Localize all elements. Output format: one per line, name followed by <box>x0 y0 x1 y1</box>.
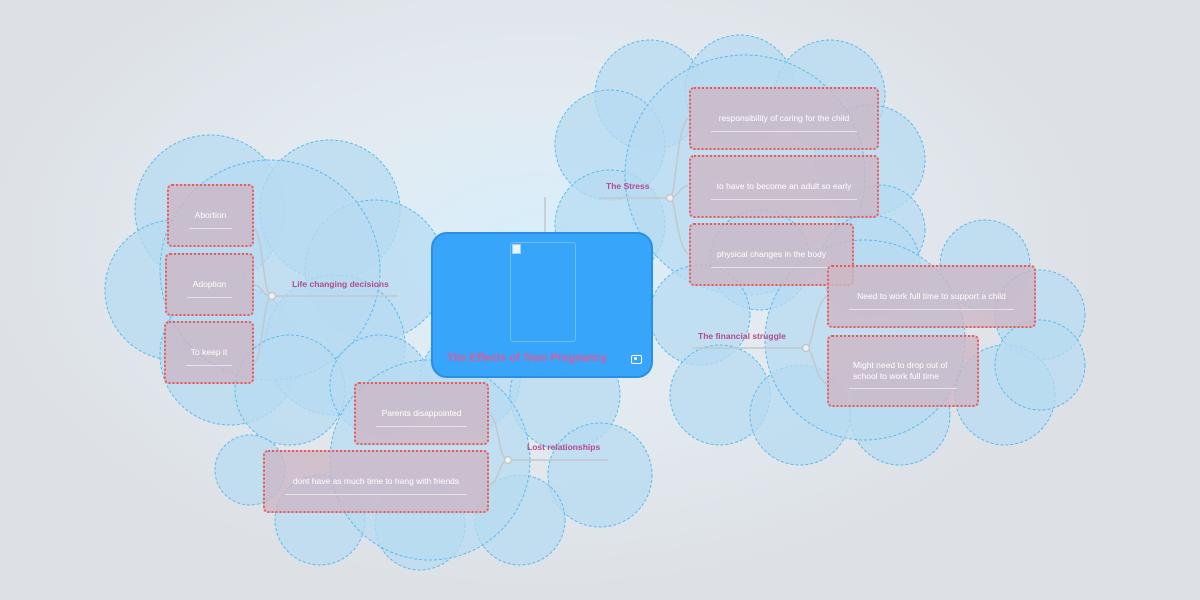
connector-lost-1 <box>488 413 509 461</box>
node-dot-stress <box>665 193 675 203</box>
leaf-abortion[interactable]: Abortion <box>167 184 254 247</box>
photo-icon[interactable] <box>631 355 642 364</box>
broken-image-icon <box>512 244 521 254</box>
leaf-adoption[interactable]: Adoption <box>165 253 254 316</box>
node-dot-lost <box>503 455 513 465</box>
branch-lost-label[interactable]: Lost relationships <box>527 442 601 452</box>
node-dot-life <box>267 291 277 301</box>
leaf-work-full-time[interactable]: Need to work full time to support a chil… <box>827 265 1036 328</box>
connector-stress-3 <box>669 197 689 255</box>
branch-stress-label[interactable]: The Stress <box>606 181 650 191</box>
connector-life-3 <box>252 295 273 365</box>
branch-life-label[interactable]: Life changing decisions <box>292 279 389 289</box>
node-dot-financial <box>801 343 811 353</box>
leaf-parents-disappointed[interactable]: Parents disappointed <box>354 382 489 445</box>
leaf-physical-changes[interactable]: physical changes in the body <box>689 223 854 286</box>
leaf-to-keep-it[interactable]: To keep it <box>164 321 254 384</box>
central-image <box>510 242 576 342</box>
connector-financial-2 <box>805 347 829 385</box>
connector-lost-2 <box>488 459 509 485</box>
central-topic-title: The Effects of Teen Pregnancy <box>447 352 607 364</box>
leaf-drop-out[interactable]: Might need to drop out of school to work… <box>827 335 979 407</box>
leaf-responsibility[interactable]: responsibility of caring for the child <box>689 87 879 150</box>
central-topic[interactable]: The Effects of Teen Pregnancy <box>431 232 653 378</box>
connector-financial-1 <box>805 295 829 349</box>
branch-financial-label[interactable]: The financial struggle <box>698 331 786 341</box>
leaf-become-adult[interactable]: to have to become an adult so early <box>689 155 879 218</box>
leaf-time-with-friends[interactable]: dont have as much time to hang with frie… <box>263 450 489 513</box>
